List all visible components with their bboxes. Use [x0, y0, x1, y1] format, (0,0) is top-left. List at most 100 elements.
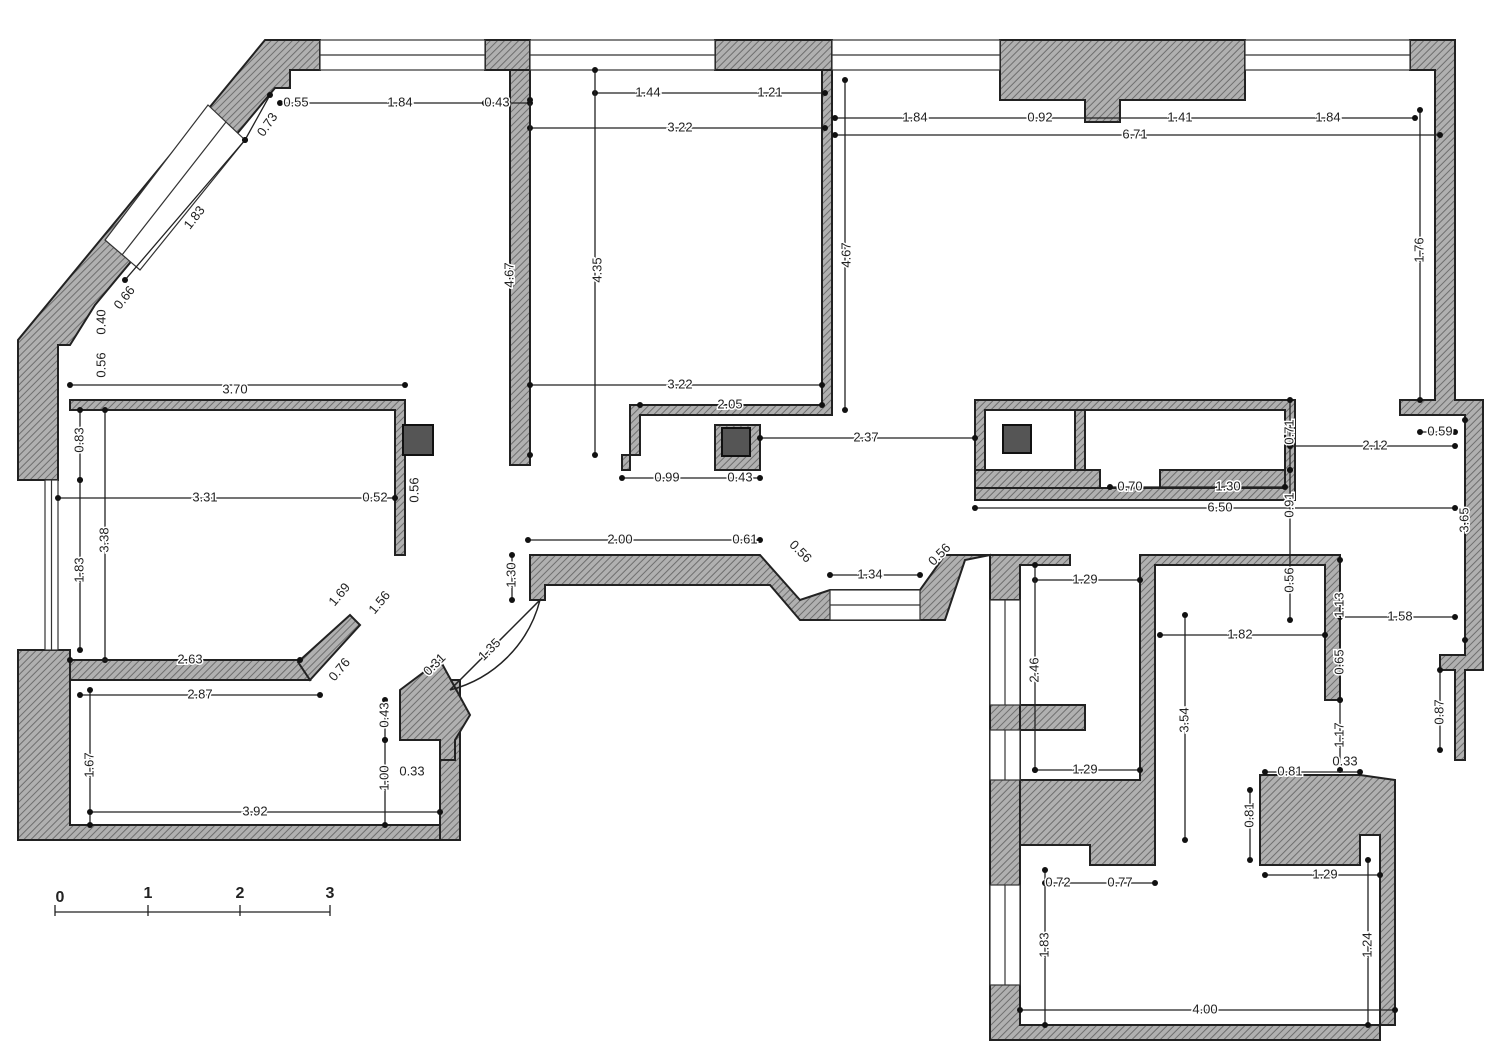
dimension-tick [525, 537, 531, 543]
dimension-tick [1287, 617, 1293, 623]
scale-tick-2: 2 [236, 885, 245, 902]
dimension-tick [1182, 837, 1188, 843]
dimension-label: 4.35 [589, 257, 604, 282]
wall [1399, 39, 1484, 761]
dimension-label: 3.65 [1456, 507, 1471, 532]
dimension-tick [1337, 614, 1343, 620]
dimension-label: 0.77 [1107, 874, 1132, 889]
dimension-tick [242, 137, 248, 143]
dimension-tick [87, 687, 93, 693]
dimension-label: 2.00 [607, 531, 632, 546]
wall [509, 69, 531, 466]
dimension-label: 2.37 [853, 429, 878, 444]
dimension-tick [437, 809, 443, 815]
dimension-label: 1.69 [325, 580, 353, 609]
dimension-label: 0.56 [1281, 567, 1296, 592]
dimension-tick [1392, 1007, 1398, 1013]
wall [484, 39, 531, 71]
dimension-tick [77, 647, 83, 653]
dimension-label: 0.43 [727, 469, 752, 484]
dimension-label: 1.44 [635, 84, 660, 99]
dimension-tick [1107, 484, 1113, 490]
dimension-label: 1.83 [71, 557, 86, 582]
dimension-tick [527, 382, 533, 388]
dimension-tick [1137, 577, 1143, 583]
dimension-label: 3.70 [222, 381, 247, 396]
dimension-label: 3.54 [1176, 707, 1191, 732]
dimension-label: 0.73 [254, 110, 281, 139]
dimension-label: 1.29 [1312, 866, 1337, 881]
dimension-tick [1247, 857, 1253, 863]
dimension-tick [402, 382, 408, 388]
dimension-label: 3.22 [667, 119, 692, 134]
wall [1019, 704, 1086, 731]
dimension-tick [842, 407, 848, 413]
dimension-label: 0.56 [93, 352, 108, 377]
dimension-tick [1377, 872, 1383, 878]
dimension-tick [637, 402, 643, 408]
dimension-tick [972, 505, 978, 511]
dimension-tick [77, 477, 83, 483]
dimension-label: 0.40 [93, 309, 108, 334]
dimension-label: 0.81 [1277, 763, 1302, 778]
dimension-tick [1417, 107, 1423, 113]
dimension-label: 1.82 [1227, 626, 1252, 641]
dimension-label: 4.67 [501, 262, 516, 287]
dimension-label: 1.13 [1331, 592, 1346, 617]
dimension-tick [832, 132, 838, 138]
wall [989, 599, 1396, 1041]
chimney-flue [721, 427, 751, 457]
dimension-tick [1337, 697, 1343, 703]
wall [974, 469, 1101, 489]
dimension-label: 0.33 [1332, 753, 1357, 768]
dimension-tick [67, 657, 73, 663]
dimension-tick [1437, 132, 1443, 138]
dimension-tick [1462, 417, 1468, 423]
dimension-tick [832, 115, 838, 121]
dimension-label: 2.87 [187, 686, 212, 701]
dimension-tick [1287, 467, 1293, 473]
wall [1074, 409, 1086, 471]
dimension-label: 3.38 [96, 527, 111, 552]
dimension-tick [317, 692, 323, 698]
dimension-tick [297, 657, 303, 663]
chimney-flue [402, 424, 434, 456]
scale-tick-0: 0 [56, 889, 65, 906]
dimension-label: 0.56 [786, 537, 815, 566]
door-swing [449, 597, 542, 691]
dimension-tick [827, 572, 833, 578]
dimension-label: 6.50 [1207, 499, 1232, 514]
dimension-tick [122, 277, 128, 283]
dimension-tick [382, 822, 388, 828]
dimension-label: 0.61 [732, 531, 757, 546]
chimney-flue [1002, 424, 1032, 454]
dimension-tick [67, 382, 73, 388]
dimension-tick [392, 495, 398, 501]
dimension-tick [1337, 557, 1343, 563]
dimension-label: 1.56 [365, 588, 393, 617]
dimension-line [124, 139, 246, 281]
dimension-label: 2.46 [1026, 657, 1041, 682]
dimension-label: 0.81 [1241, 802, 1256, 827]
dimension-label: 0.43 [376, 702, 391, 727]
dimension-tick [102, 407, 108, 413]
dimension-tick [972, 435, 978, 441]
wall [17, 39, 321, 481]
dimension-tick [1462, 637, 1468, 643]
dimension-tick [1452, 429, 1458, 435]
dimension-label: 0.43 [484, 94, 509, 109]
dimension-label: 1.35 [475, 635, 504, 664]
dimension-tick [1032, 562, 1038, 568]
dimension-label: 2.05 [717, 396, 742, 411]
dimension-label: 1.76 [1411, 237, 1426, 262]
wall [714, 39, 833, 71]
dimension-tick [509, 552, 515, 558]
dimension-lines [55, 67, 1468, 1028]
dimension-tick [822, 125, 828, 131]
dimension-label: 1.84 [1315, 109, 1340, 124]
dimension-label: 0.99 [654, 469, 679, 484]
dimension-tick [1322, 632, 1328, 638]
dimension-label: 1.24 [1359, 932, 1374, 957]
